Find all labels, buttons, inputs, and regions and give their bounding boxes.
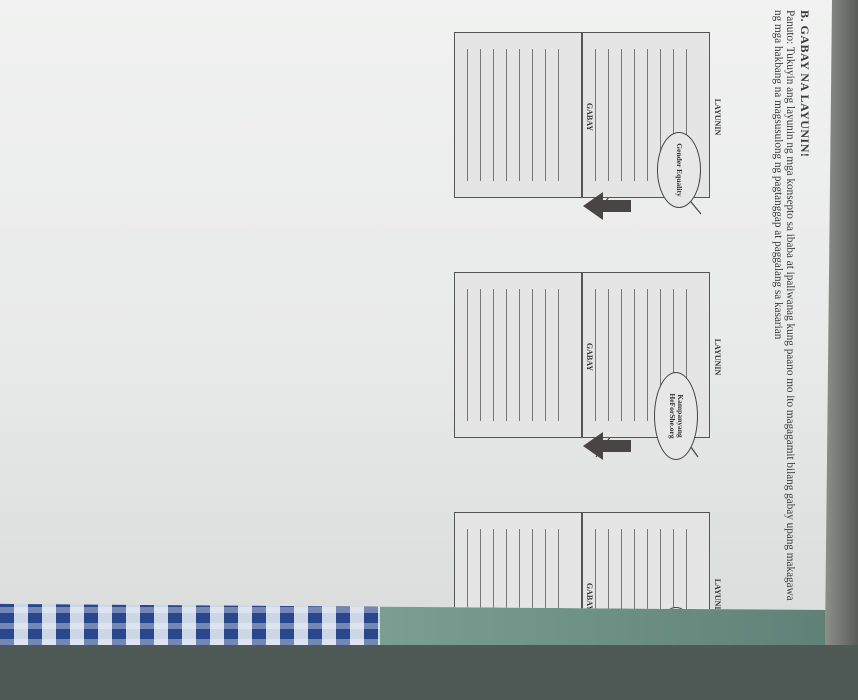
label-layunin-3: LAYUNIN <box>713 578 722 616</box>
worksheet-paper: B. GABAY NA LAYUNIN! Panuto: Tukuyin ang… <box>0 0 832 610</box>
concept-heforshe: Kampanyang HeForShe.org <box>654 372 698 460</box>
label-gabay-3: GABAY <box>585 582 594 612</box>
answer-box-layunin-3[interactable] <box>582 512 710 610</box>
answer-box-gabay-3[interactable] <box>454 512 582 610</box>
concept-gender-equality: Gender Equality <box>657 132 701 208</box>
arrow-down-icon <box>583 192 631 220</box>
concept-label-2: Kampanyang HeForShe.org <box>668 393 685 439</box>
answer-box-gabay-2[interactable] <box>454 272 582 438</box>
label-gabay-1: GABAY <box>585 102 594 132</box>
label-gabay-2: GABAY <box>585 342 594 372</box>
section-instructions: Panuto: Tukuyin ang layunin ng mga konse… <box>772 10 796 601</box>
label-layunin-2: LAYUNIN <box>713 338 722 376</box>
arrow-down-icon <box>583 432 631 460</box>
concept-label-1: Gender Equality <box>675 143 684 197</box>
worksheet-page: B. GABAY NA LAYUNIN! Panuto: Tukuyin ang… <box>0 2 816 610</box>
label-layunin-1: LAYUNIN <box>713 98 722 136</box>
instructions: B. GABAY NA LAYUNIN! Panuto: Tukuyin ang… <box>772 10 812 610</box>
section-title: B. GABAY NA LAYUNIN! <box>798 10 812 158</box>
arrow-down-icon <box>583 672 631 700</box>
answer-box-gabay-1[interactable] <box>454 32 582 198</box>
